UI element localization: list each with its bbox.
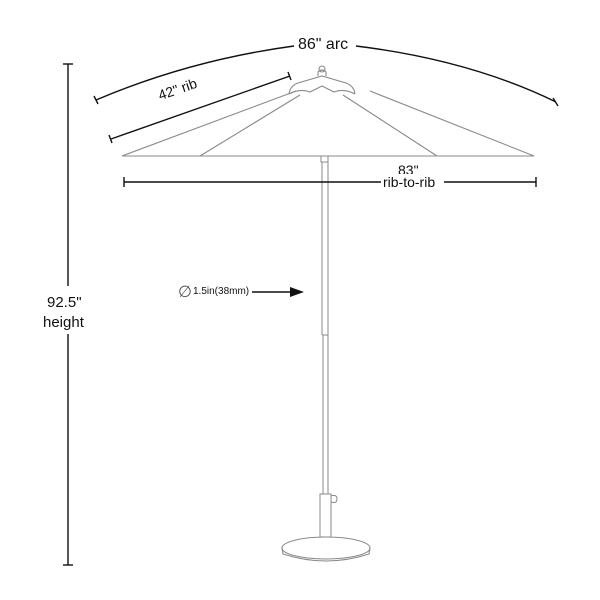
span-dimension-label: rib-to-rib bbox=[381, 174, 438, 190]
pole bbox=[319, 155, 338, 538]
arrow-icon bbox=[290, 287, 304, 297]
base bbox=[281, 536, 371, 562]
height-dimension-value: 92.5" bbox=[47, 294, 82, 311]
arc-dimension-label: 86" arc bbox=[298, 36, 349, 53]
pole-diameter-label: 1.5in(38mm) bbox=[193, 286, 250, 297]
diameter-symbol-icon: ∅ bbox=[178, 284, 192, 301]
height-dimension-label: height bbox=[43, 314, 84, 331]
dimension-lines bbox=[63, 45, 559, 566]
